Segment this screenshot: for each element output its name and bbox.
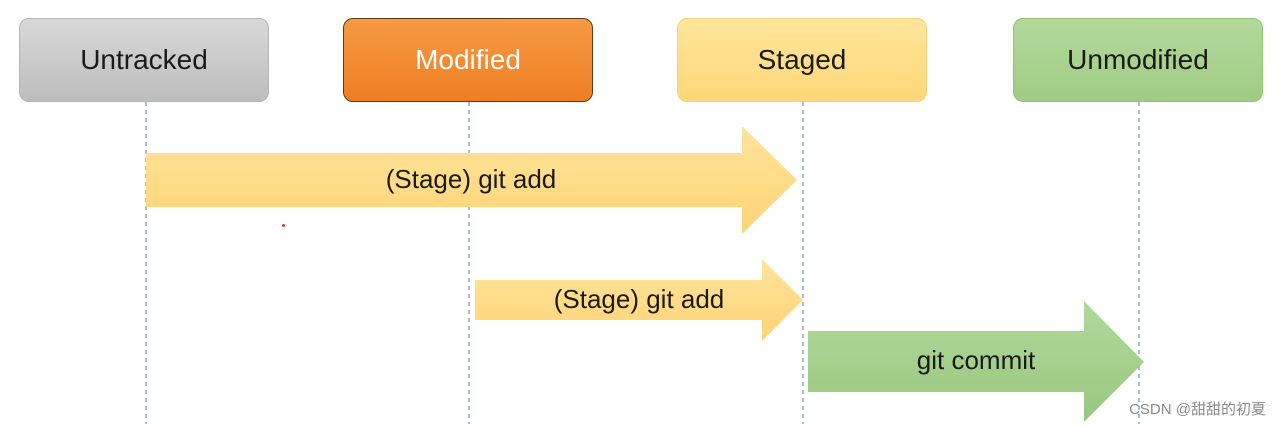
stray-dot	[282, 224, 285, 227]
state-untracked-label: Untracked	[80, 44, 208, 75]
state-modified: Modified	[343, 18, 593, 102]
state-staged-label: Staged	[757, 44, 847, 75]
state-unmodified-label: Unmodified	[1067, 44, 1209, 75]
state-modified-label: Modified	[415, 44, 521, 75]
arrow-staged-to-unmodified-label: git commit	[916, 345, 1036, 375]
arrow-modified-to-staged	[475, 259, 803, 341]
state-untracked: Untracked	[19, 18, 269, 102]
arrow-untracked-to-staged	[146, 126, 797, 234]
arrow-untracked-to-staged-label: (Stage) git add	[385, 164, 557, 194]
state-unmodified: Unmodified	[1013, 18, 1263, 102]
state-staged: Staged	[677, 18, 927, 102]
watermark: CSDN @甜甜的初夏	[1129, 401, 1266, 418]
arrow-staged-to-unmodified	[808, 301, 1144, 422]
arrow-modified-to-staged-label: (Stage) git add	[553, 284, 725, 314]
